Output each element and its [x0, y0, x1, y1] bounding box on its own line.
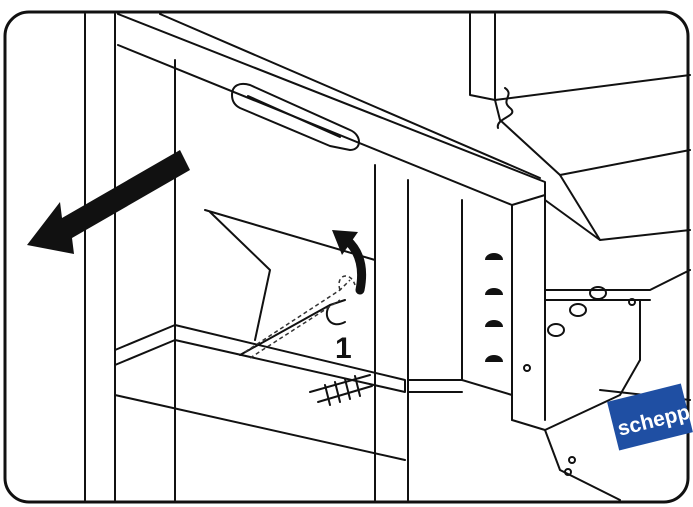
step-callout-number: 1 [335, 332, 352, 365]
schepp-logo: schepp [607, 383, 693, 451]
plate-holes [485, 253, 503, 362]
arrow-rotate-icon [332, 230, 367, 295]
side-holes [523, 286, 636, 476]
lever-motion-ghost [244, 275, 356, 359]
line-art [84, 13, 691, 501]
arrow-left-icon [27, 150, 190, 254]
diagram-frame [3, 10, 690, 504]
